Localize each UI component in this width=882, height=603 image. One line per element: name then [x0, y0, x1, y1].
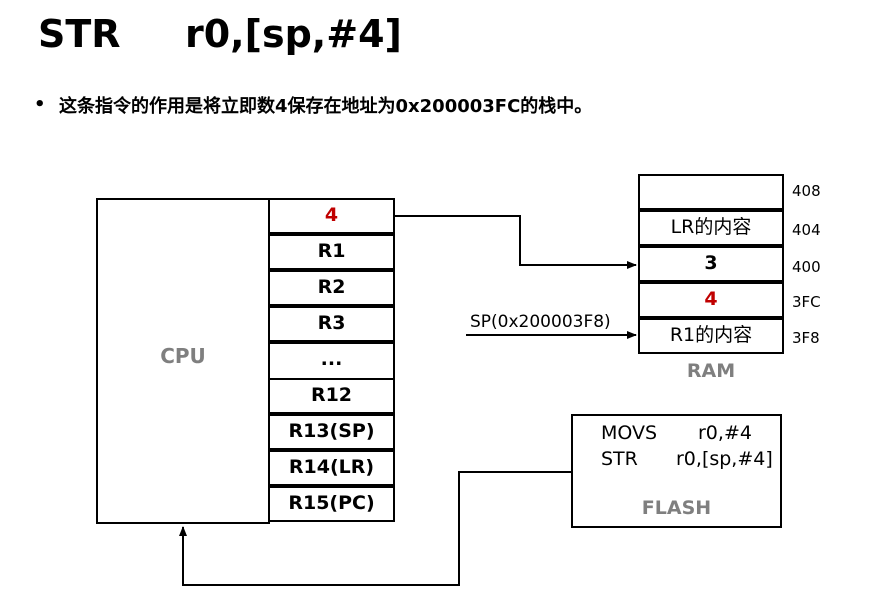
register-r13-sp: R13(SP) [268, 414, 395, 450]
ram-cell-3f8: R1的内容 [638, 318, 784, 354]
ram-address-3f8: 3F8 [792, 329, 820, 347]
flash-line-2-args: r0,[sp,#4] [676, 448, 773, 470]
bullet-text: 这条指令的作用是将立即数4保存在地址为0x200003FC的栈中。 [59, 96, 593, 117]
ram-address-408: 408 [792, 182, 821, 200]
ram-cell-3fc: 4 [638, 282, 784, 318]
flash-label: FLASH [641, 497, 712, 519]
ram-address-3fc: 3FC [792, 293, 821, 311]
flash-box [571, 414, 782, 528]
register-r12: R12 [268, 378, 395, 414]
ram-cell-400: 3 [638, 246, 784, 282]
ram-cell-404: LR的内容 [638, 210, 784, 246]
ram-address-404: 404 [792, 221, 821, 239]
bullet-marker: • [34, 94, 46, 115]
ram-cell-408 [638, 174, 784, 210]
register-r3: R3 [268, 306, 395, 342]
register-r2: R2 [268, 270, 395, 306]
cpu-label: CPU [160, 344, 206, 368]
title-operands: r0,[sp,#4] [185, 12, 402, 56]
register-r14-lr: R14(LR) [268, 450, 395, 486]
title-opcode: STR [38, 12, 121, 56]
register-r1: R1 [268, 234, 395, 270]
ram-label: RAM [686, 360, 736, 382]
register-r0: 4 [268, 198, 395, 234]
flash-line-2-op: STR [601, 448, 638, 470]
cpu-box [96, 198, 270, 524]
ram-address-400: 400 [792, 258, 821, 276]
arrow-r0-to-ram [395, 215, 637, 269]
sp-pointer-label: SP(0x200003F8) [470, 312, 611, 332]
arrow-flash-to-cpu [179, 471, 571, 586]
flash-line-1-args: r0,#4 [698, 422, 752, 444]
register-r15-pc: R15(PC) [268, 486, 395, 522]
flash-line-1-op: MOVS [601, 422, 658, 444]
